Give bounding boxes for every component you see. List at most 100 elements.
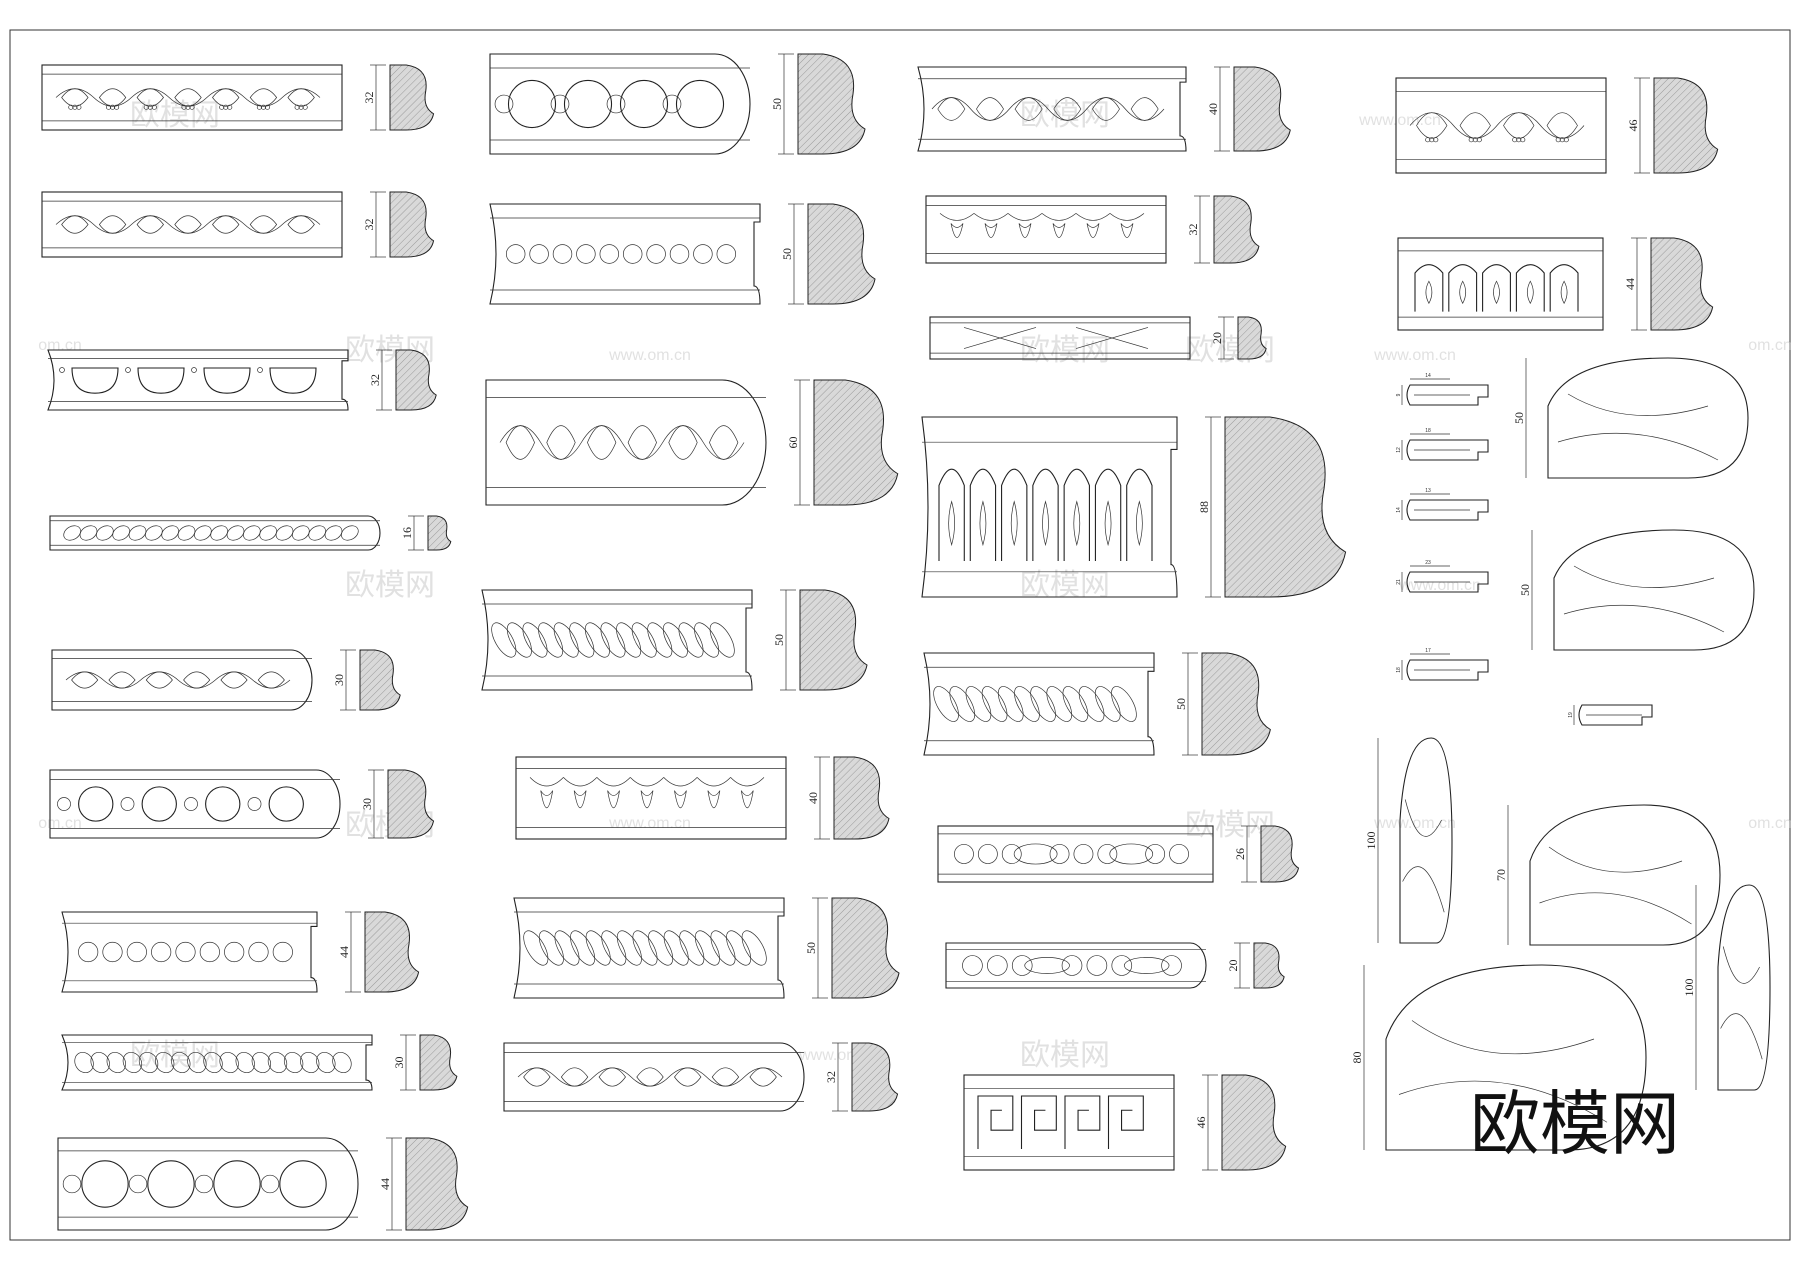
arch bbox=[1126, 468, 1153, 561]
pearl bbox=[102, 941, 123, 963]
section-shape bbox=[1650, 237, 1714, 331]
moulding-outline bbox=[489, 53, 751, 155]
swag bbox=[596, 777, 631, 787]
rope-twist bbox=[632, 930, 658, 966]
leaf bbox=[108, 671, 136, 689]
key-meander bbox=[977, 1095, 1014, 1149]
section-profile: 30 bbox=[360, 769, 435, 839]
leaf bbox=[98, 88, 127, 107]
arch bbox=[1063, 468, 1090, 561]
rosette bbox=[57, 797, 71, 811]
pearl bbox=[1001, 844, 1022, 864]
watermark-url: www.om.cn bbox=[1373, 347, 1456, 364]
rope-twist bbox=[553, 622, 579, 658]
dimension-label: 30 bbox=[360, 798, 374, 810]
section-shape bbox=[797, 53, 866, 155]
rope-twist bbox=[1046, 686, 1073, 722]
egg bbox=[137, 367, 185, 394]
moulding-p2: 32 bbox=[41, 191, 435, 258]
cross-line bbox=[1075, 327, 1149, 349]
leaf bbox=[523, 1067, 551, 1087]
leaf bbox=[61, 88, 89, 107]
leaf bbox=[1493, 280, 1500, 305]
grape bbox=[1563, 137, 1569, 143]
rope-twist bbox=[283, 1051, 304, 1074]
leaf bbox=[709, 425, 739, 460]
moulding-outline bbox=[489, 203, 761, 305]
grape bbox=[151, 104, 157, 110]
ring bbox=[619, 79, 669, 129]
ring bbox=[268, 786, 304, 822]
grape bbox=[68, 104, 74, 110]
dimension-label: 100 bbox=[1682, 979, 1696, 997]
moulding-outline bbox=[923, 652, 1155, 756]
moulding-outline bbox=[485, 379, 767, 506]
dimension-label: 26 bbox=[1233, 848, 1247, 860]
pearl bbox=[646, 244, 666, 264]
moulding-p17: 40 bbox=[917, 66, 1291, 152]
tulip bbox=[740, 790, 754, 809]
moulding-outline bbox=[963, 1074, 1175, 1171]
moulding-outline bbox=[481, 589, 753, 691]
section-shape bbox=[427, 515, 452, 551]
moulding-p24: 46 bbox=[963, 1074, 1287, 1171]
watermark-url: www.om.cn bbox=[1358, 112, 1441, 129]
wood-grain bbox=[1573, 565, 1715, 588]
dimension-label: 50 bbox=[772, 634, 786, 646]
rope-twist bbox=[161, 525, 179, 541]
section-profile: 50 bbox=[770, 53, 866, 155]
swag bbox=[563, 777, 598, 787]
pearl bbox=[716, 244, 737, 264]
section-profile: 50 bbox=[804, 897, 900, 999]
moulding-outline bbox=[929, 316, 1191, 360]
watermark-text: 欧模网 bbox=[1020, 99, 1110, 132]
dimension-label: 50 bbox=[804, 942, 818, 954]
watermark-url: www.om.cn bbox=[608, 347, 691, 364]
wood-outline bbox=[1385, 964, 1647, 1151]
moulding-p15: 50 bbox=[513, 897, 900, 999]
rope-twist bbox=[1078, 686, 1105, 722]
leaf bbox=[1042, 500, 1049, 547]
vine-stem bbox=[65, 671, 291, 689]
swag bbox=[1041, 213, 1077, 221]
leaf bbox=[1459, 280, 1467, 305]
pearl bbox=[576, 244, 596, 264]
leaf bbox=[560, 1067, 589, 1087]
pearl bbox=[954, 844, 974, 864]
pearl bbox=[977, 844, 998, 864]
watermark-text: 欧模网 bbox=[1020, 334, 1110, 367]
wood-profile-w6: 100 bbox=[1682, 884, 1771, 1091]
section-profile: 50 bbox=[780, 203, 876, 305]
section-shape bbox=[807, 203, 876, 305]
leaf bbox=[98, 215, 127, 234]
rosette bbox=[260, 1174, 280, 1194]
moulding-p21: 50 bbox=[923, 652, 1271, 756]
grape bbox=[298, 104, 304, 110]
leaf bbox=[1503, 112, 1535, 139]
leaf bbox=[674, 1067, 702, 1087]
rope-twist bbox=[570, 930, 596, 966]
moulding-outline bbox=[1395, 77, 1607, 174]
dimension-label: 50 bbox=[770, 98, 784, 110]
wood-grain bbox=[1567, 393, 1709, 416]
dimension-label: 44 bbox=[1623, 278, 1637, 290]
rosette bbox=[550, 94, 570, 114]
rosette bbox=[184, 797, 198, 811]
moulding-outline bbox=[917, 66, 1187, 152]
rope-twist bbox=[341, 525, 359, 541]
rope-twist bbox=[332, 1051, 352, 1074]
watermark-url: www.om.cn bbox=[1398, 577, 1481, 594]
ring bbox=[279, 1160, 327, 1208]
rosette bbox=[247, 797, 262, 811]
egg bbox=[269, 367, 317, 394]
moulding-p18: 32 bbox=[925, 195, 1260, 264]
rope-twist bbox=[585, 930, 611, 966]
leaf bbox=[1136, 500, 1143, 547]
dimension-label: 70 bbox=[1494, 869, 1508, 881]
leaf bbox=[505, 425, 535, 460]
rope-twist bbox=[1111, 686, 1137, 722]
rope-twist bbox=[226, 525, 245, 541]
moulding-outline bbox=[47, 349, 349, 411]
height-label: 9 bbox=[1396, 393, 1402, 396]
